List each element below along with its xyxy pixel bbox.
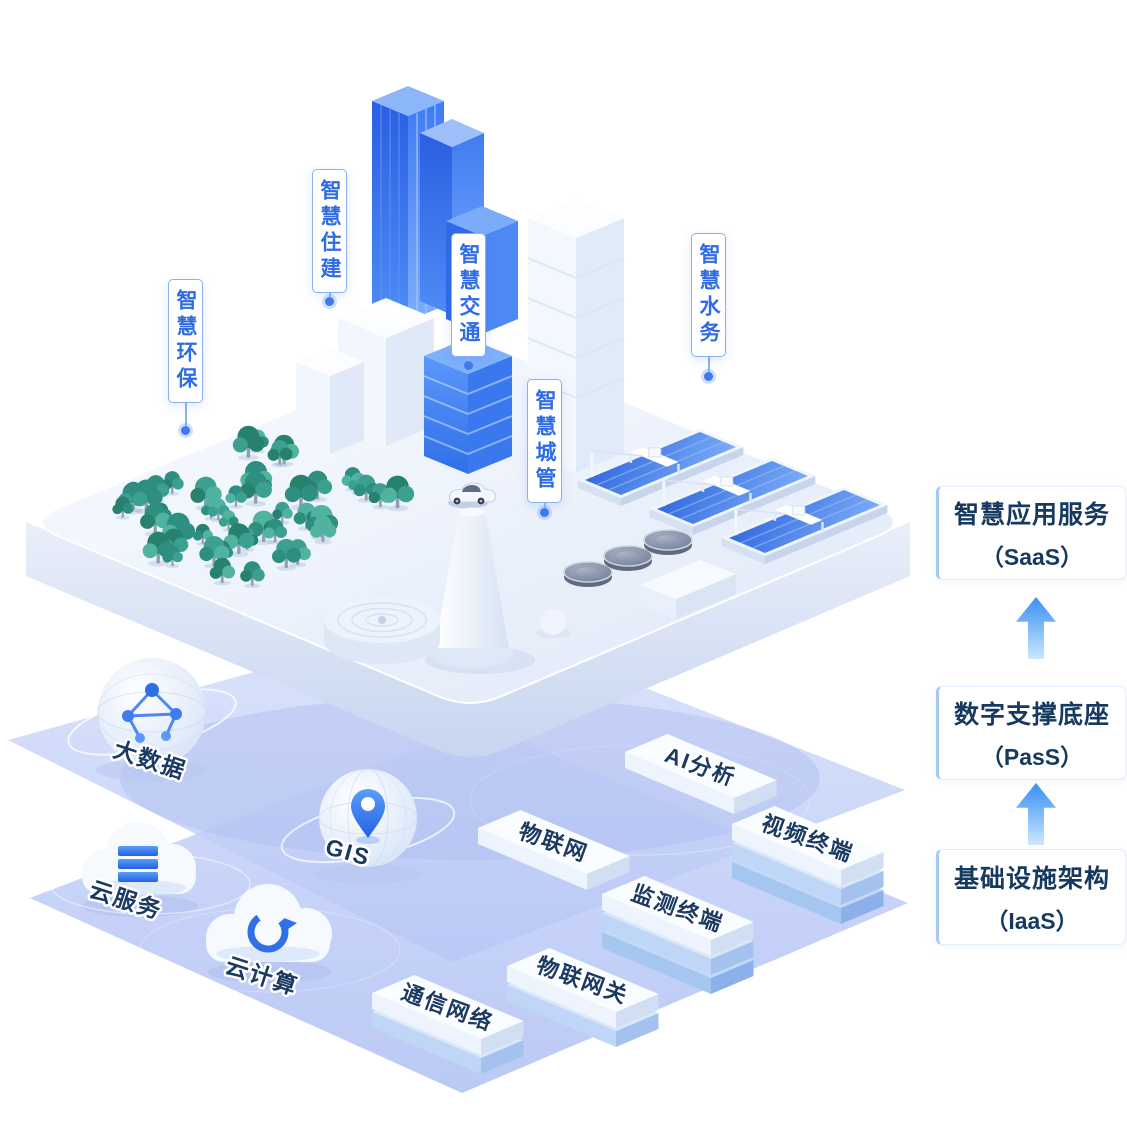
callout-anchor-dot — [540, 508, 549, 517]
small-dome — [536, 609, 570, 639]
layer-card-iaas-subtitle: （IaaS） — [985, 907, 1079, 934]
treatment-pool — [721, 486, 888, 565]
storage-tank — [643, 529, 693, 555]
layer-card-saas-title: 智慧应用服务 — [953, 500, 1110, 529]
layer-card-paas: 数字支撑底座 （PasS） — [936, 686, 1126, 780]
callout-smart-transport-label: 智慧交通 — [451, 233, 486, 357]
callout-smart-housing-label: 智慧住建 — [312, 169, 347, 293]
monument-tower — [425, 507, 535, 674]
tree — [263, 518, 288, 545]
tree — [310, 515, 337, 545]
callout-smart-environment: 智慧环保 — [168, 279, 203, 435]
tree — [353, 474, 380, 503]
callout-connector — [707, 357, 710, 372]
callout-anchor-dot — [704, 372, 713, 381]
building-blue-glass — [423, 338, 513, 474]
layer-card-iaas: 基础设施架构 （IaaS） — [936, 849, 1126, 945]
callout-smart-water-label: 智慧水务 — [691, 233, 726, 357]
cycle-icon — [247, 911, 297, 953]
callout-anchor-dot — [181, 426, 190, 435]
tree — [381, 475, 415, 512]
callout-connector — [467, 357, 470, 361]
monitoring-terminal-node: 监测终端 — [602, 876, 754, 994]
callout-smart-city-management-label: 智慧城管 — [527, 379, 562, 503]
callout-connector — [328, 293, 331, 297]
storage-tank — [563, 561, 613, 587]
callout-connector — [543, 503, 546, 508]
big-data-globe-icon: 大数据 — [67, 658, 237, 786]
callout-smart-environment-label: 智慧环保 — [168, 279, 203, 403]
base-layer-paas — [8, 615, 905, 962]
tree — [112, 496, 134, 520]
callout-smart-water: 智慧水务 — [691, 233, 726, 381]
video-terminal-node: 视频终端 — [732, 806, 884, 924]
treatment-pool — [577, 428, 744, 507]
tree — [232, 425, 265, 461]
building-white-low — [296, 348, 364, 454]
platform-shadow — [120, 696, 820, 860]
tree — [162, 545, 183, 568]
callout-smart-housing: 智慧住建 — [312, 169, 347, 306]
storage-tanks — [563, 529, 693, 587]
layer-card-iaas-title: 基础设施架构 — [953, 864, 1110, 893]
tree — [272, 538, 302, 571]
tree — [192, 523, 213, 546]
park-trees — [112, 425, 415, 589]
layer-card-paas-subtitle: （PasS） — [980, 743, 1084, 770]
water-treatment-pools — [577, 428, 888, 565]
callout-anchor-dot — [325, 297, 334, 306]
storage-tank — [603, 545, 653, 571]
layer-card-paas-title: 数字支撑底座 — [953, 700, 1110, 729]
industrial-building — [640, 560, 736, 619]
callout-anchor-dot — [464, 361, 473, 370]
treatment-pool — [649, 457, 816, 536]
buildings — [296, 86, 625, 474]
tree — [267, 440, 293, 468]
callout-smart-transport: 智慧交通 — [451, 233, 486, 370]
tree — [209, 557, 236, 586]
layer-card-saas-subtitle: （SaaS） — [980, 543, 1084, 570]
callout-connector — [184, 403, 187, 426]
car — [448, 482, 496, 509]
tree — [239, 471, 272, 507]
tree — [240, 561, 265, 589]
layer-card-saas: 智慧应用服务 （SaaS） — [936, 486, 1126, 580]
building-white-tower — [527, 198, 625, 473]
callout-smart-city-management: 智慧城管 — [527, 379, 562, 517]
clarifier-tank — [324, 597, 440, 664]
server-stack-icon — [118, 846, 158, 882]
tree — [225, 485, 247, 509]
location-pin-icon — [351, 789, 385, 838]
